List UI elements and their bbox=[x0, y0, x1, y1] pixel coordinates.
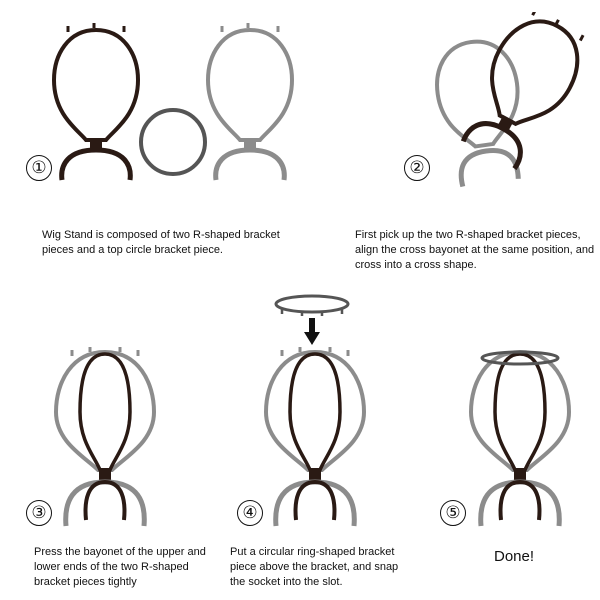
step1-dark-bracket bbox=[51, 23, 141, 181]
step2-number: ② bbox=[404, 155, 430, 181]
step5-number: ⑤ bbox=[440, 500, 466, 526]
step3-number: ③ bbox=[26, 500, 52, 526]
step4-assembled-stand bbox=[263, 347, 367, 527]
step2-caption: First pick up the two R-shaped bracket p… bbox=[355, 229, 595, 271]
step4-number: ④ bbox=[237, 500, 263, 526]
step1-gray-bracket bbox=[205, 23, 295, 181]
step2-crossed-brackets bbox=[435, 12, 585, 188]
step4-down-arrow-icon bbox=[304, 318, 320, 345]
step1-number: ① bbox=[26, 155, 52, 181]
step4-caption: Put a circular ring-shaped bracket piece… bbox=[230, 546, 399, 588]
step3-assembled-stand bbox=[53, 347, 157, 527]
step3-caption: Press the bayonet of the upper and lower… bbox=[34, 546, 206, 588]
step5-finished-stand bbox=[468, 349, 572, 527]
step1-ring bbox=[139, 108, 207, 176]
step4-ring-above bbox=[274, 294, 350, 316]
step1-caption: Wig Stand is composed of two R-shaped br… bbox=[42, 229, 280, 256]
step5-caption: Done! bbox=[494, 548, 535, 565]
